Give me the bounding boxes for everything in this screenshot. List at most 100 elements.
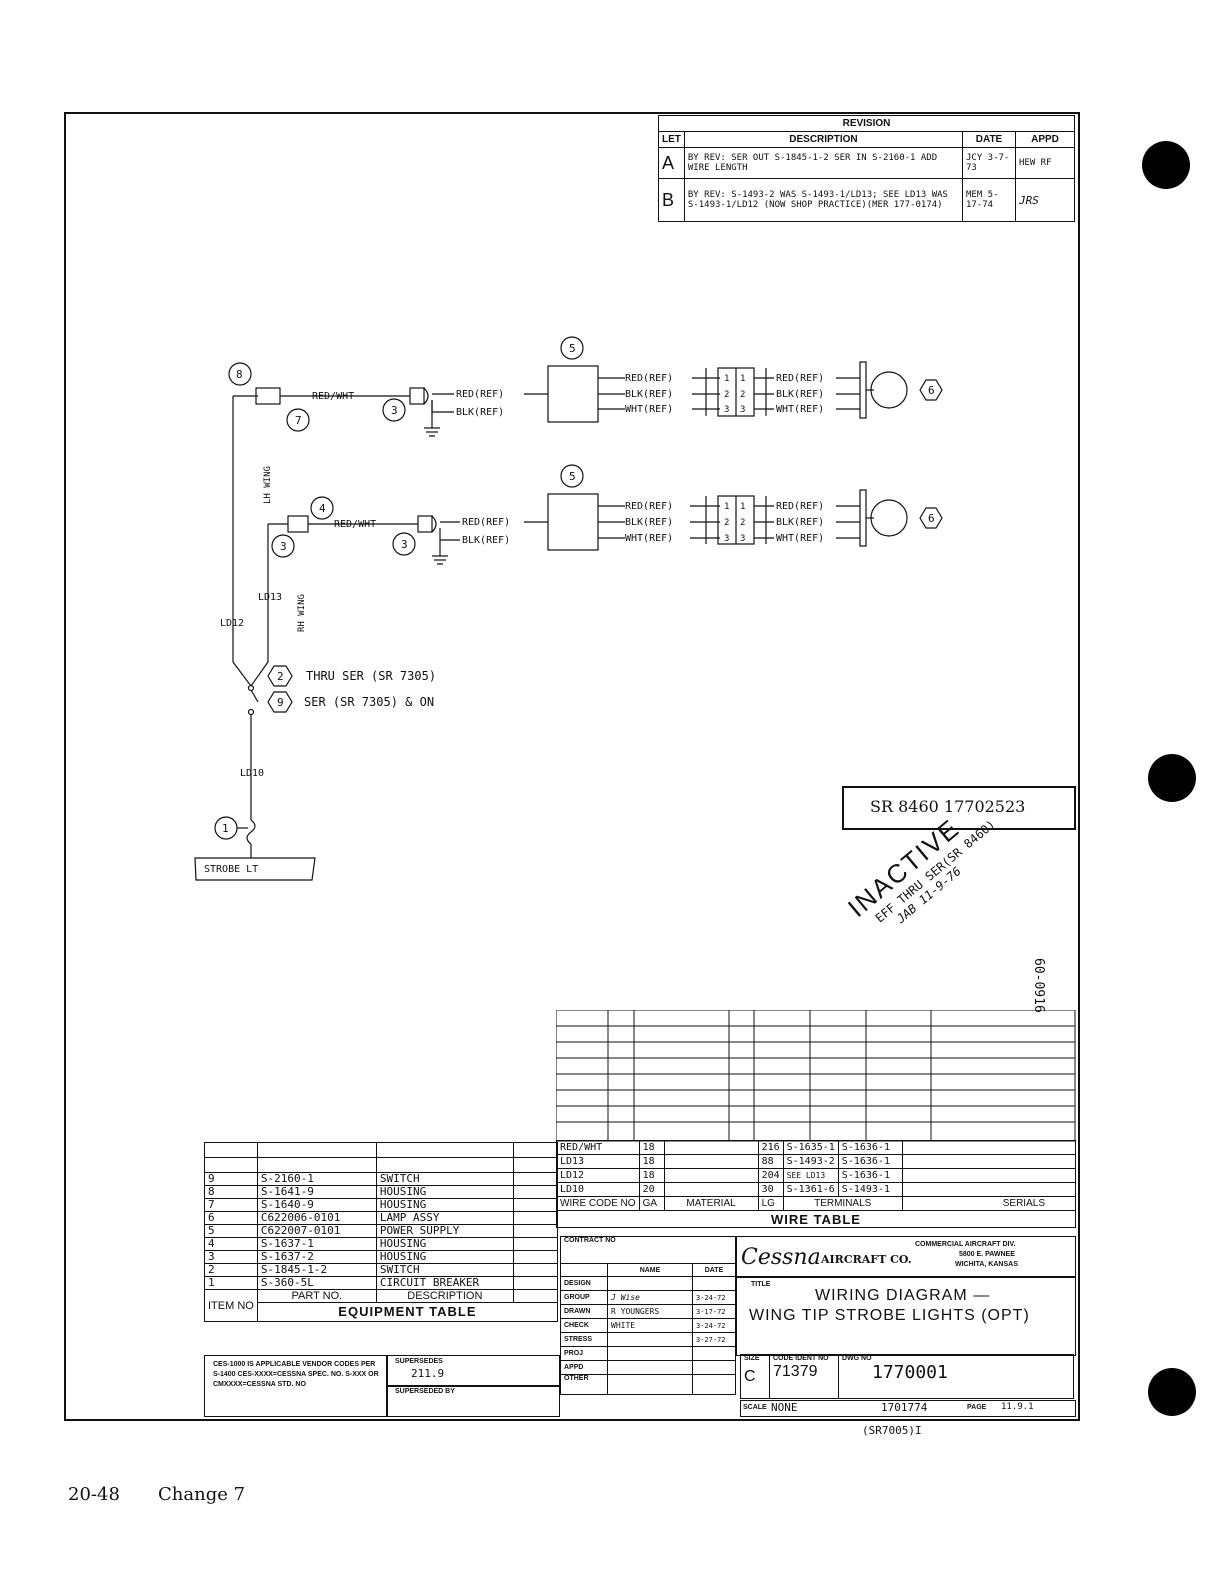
address-line-2: WICHITA, KANSAS: [955, 1261, 1018, 1268]
superseded-by-label: SUPERSEDED BY: [395, 1388, 455, 1395]
approval-label: GROUP: [560, 1290, 608, 1305]
equipment-part-header: PART NO.: [256, 1289, 377, 1303]
balloon-label: 3: [401, 538, 408, 551]
pin-label: 1: [740, 374, 745, 384]
approval-name: [607, 1374, 693, 1395]
equipment-part-no: S-360-5L: [256, 1276, 377, 1290]
wire-label-red-ref: RED(REF): [625, 501, 673, 512]
equipment-item-no: 3: [204, 1250, 258, 1264]
punch-hole-bottom: [1148, 1368, 1196, 1416]
equipment-description: POWER SUPPLY: [375, 1224, 514, 1238]
approval-label: STRESS: [560, 1332, 608, 1347]
strobe-lt-label: STROBE LT: [204, 864, 258, 875]
wire-terminal: S-1635-1: [782, 1140, 839, 1155]
approval-label: CHECK: [560, 1318, 608, 1333]
supersedes-box: SUPERSEDES 211.9: [386, 1355, 560, 1387]
pin-label: 1: [724, 502, 729, 512]
wire-label-blk-ref: BLK(REF): [456, 407, 504, 418]
wire-serials-header: SERIALS: [901, 1196, 1077, 1211]
division-text: COMMERCIAL AIRCRAFT DIV.: [915, 1241, 1016, 1248]
drawing-frame: [64, 112, 1080, 1421]
wire-terminal: SEE LD13: [782, 1168, 839, 1183]
wire-serials: [901, 1168, 1077, 1183]
wire-label-red-ref: RED(REF): [776, 501, 824, 512]
drawing-title-line-1: WIRING DIAGRAM —: [815, 1287, 991, 1304]
revision-date: MEM 5-17-74: [962, 178, 1016, 222]
wire-label-wht-ref: WHT(REF): [625, 533, 673, 544]
company-suffix: AIRCRAFT CO.: [821, 1253, 912, 1266]
approval-date: 3-24-72: [692, 1290, 736, 1305]
approval-label: OTHER: [560, 1374, 608, 1395]
wire-terminal: S-1636-1: [837, 1154, 903, 1169]
dwg-reference: 1701774: [881, 1401, 928, 1414]
balloon-label: 1: [222, 822, 229, 835]
approval-date: 3-27-72: [692, 1332, 736, 1347]
wire-label-red-ref: RED(REF): [456, 389, 504, 400]
wire-serials: [901, 1154, 1077, 1169]
wire-gauge: 18: [638, 1154, 665, 1169]
balloon-label: 6: [928, 384, 935, 397]
pin-label: 2: [724, 518, 729, 528]
wire-code: RED/WHT: [556, 1140, 640, 1155]
pin-label: 2: [724, 390, 729, 400]
wire-serials: [901, 1182, 1077, 1197]
approval-name: WHITE: [607, 1318, 693, 1333]
pin-label: 3: [724, 405, 729, 415]
revision-description: BY REV: S-1493-2 WAS S-1493-1/LD13; SEE …: [683, 178, 964, 222]
equipment-table: 9 S-2160-1 SWITCH 8 S-1641-9 HOUSING 7 S…: [204, 1142, 559, 1322]
wire-terminal: S-1493-2: [782, 1154, 839, 1169]
wire-material: [663, 1168, 759, 1183]
cessna-logo: Cessna: [741, 1245, 821, 1270]
balloon-label: 2: [277, 670, 284, 683]
approval-block: CONTRACT NO NAME DATE DESIGN GROUP J Wis…: [560, 1236, 736, 1395]
approval-date: [692, 1374, 736, 1395]
approval-name: [607, 1332, 693, 1347]
title-box: TITLE WIRING DIAGRAM — WING TIP STROBE L…: [736, 1276, 1076, 1356]
equipment-part-no: S-1637-1: [256, 1237, 377, 1251]
equipment-part-no: S-1637-2: [256, 1250, 377, 1264]
wire-terminals-header: TERMINALS: [782, 1196, 903, 1211]
equipment-description: CIRCUIT BREAKER: [375, 1276, 514, 1290]
wire-length: 88: [757, 1154, 784, 1169]
supersedes-value: 211.9: [411, 1367, 445, 1380]
page-value: 11.9.1: [1001, 1402, 1034, 1412]
approval-label: PROJ: [560, 1346, 608, 1361]
company-block: Cessna AIRCRAFT CO. COMMERCIAL AIRCRAFT …: [736, 1236, 1076, 1278]
rh-wing-label: RH WING: [297, 594, 307, 632]
equipment-description: SWITCH: [375, 1263, 514, 1277]
wire-label-red-ref: RED(REF): [462, 517, 510, 528]
wire-length: 216: [757, 1140, 784, 1155]
revision-description: BY REV: SER OUT S-1845-1-2 SER IN S-2160…: [683, 147, 964, 179]
approval-name: R YOUNGERS: [607, 1304, 693, 1319]
balloon-label: 5: [569, 470, 576, 483]
wire-table-title: WIRE TABLE: [556, 1210, 1076, 1228]
approval-date: [692, 1360, 736, 1375]
equipment-item-no: 5: [204, 1224, 258, 1238]
name-header: NAME: [607, 1263, 693, 1277]
wire-label-blk-ref: BLK(REF): [462, 535, 510, 546]
approval-label: DESIGN: [560, 1276, 608, 1291]
equipment-part-no: C622006-0101: [256, 1211, 377, 1225]
wire-table-blank-rows: [556, 1010, 1076, 1142]
wire-code-header: WIRE CODE NO: [556, 1196, 640, 1211]
equipment-part-no: S-2160-1: [256, 1172, 377, 1186]
equipment-description: HOUSING: [375, 1185, 514, 1199]
serial-reference: (SR7005)I: [862, 1424, 922, 1437]
pin-label: 2: [740, 518, 745, 528]
scale-value: NONE: [771, 1401, 798, 1414]
supersedes-label: SUPERSEDES: [395, 1358, 443, 1365]
page-number: 20-48: [68, 1484, 120, 1505]
balloon-label: 6: [928, 512, 935, 525]
equipment-description: SWITCH: [375, 1172, 514, 1186]
revision-let: A: [658, 147, 685, 179]
dwg-no-value: 1770001: [872, 1362, 948, 1383]
revision-block: REVISION LET DESCRIPTION DATE APPD A BY …: [658, 115, 1075, 222]
pin-label: 3: [724, 534, 729, 544]
wire-material-header: MATERIAL: [663, 1196, 759, 1211]
wire-serials: [901, 1140, 1077, 1155]
wire-label-wht-ref: WHT(REF): [776, 533, 824, 544]
equipment-desc-header: DESCRIPTION: [375, 1289, 514, 1303]
dwg-no-label: DWG NO: [842, 1355, 872, 1363]
superseded-by-box: SUPERSEDED BY: [386, 1385, 560, 1417]
equipment-description: HOUSING: [375, 1198, 514, 1212]
